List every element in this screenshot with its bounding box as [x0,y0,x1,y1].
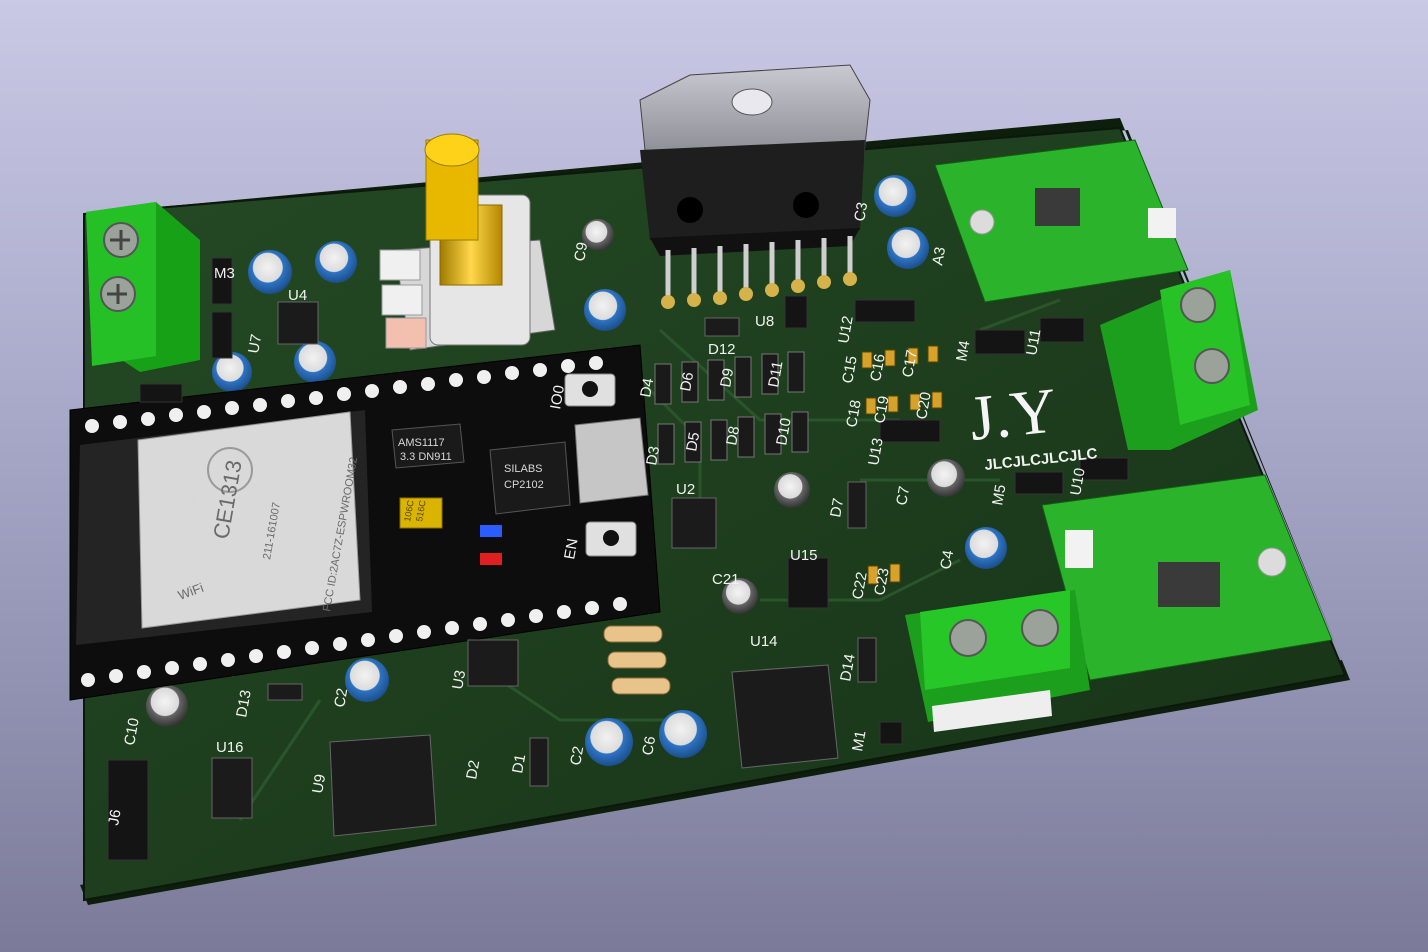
regulator-name: AMS1117 [398,437,445,449]
stepper-driver-icon [1041,474,1333,681]
stepper-driver-icon [934,139,1189,303]
ref-label: U8 [755,313,774,330]
ref-label: C9 [571,241,591,263]
ref-label: IO0 [547,384,568,411]
ref-label: U12 [835,315,857,345]
ref-label: M4 [953,339,973,362]
ref-label: C19 [871,395,893,425]
diode-array [654,351,809,465]
ref-label: M5 [989,483,1009,506]
esp32-devkit [69,344,661,701]
ref-label: C6 [639,735,659,757]
ref-label: D6 [677,371,697,393]
ref-label: C3 [851,201,871,223]
ref-label: D12 [708,341,736,358]
ref-label: J6 [105,808,124,827]
ref-label: U4 [288,287,307,304]
ref-label: D14 [837,653,859,683]
ref-label: C20 [913,391,935,421]
ref-label: C2 [331,687,351,709]
ref-label: C4 [937,549,957,571]
ref-label: D5 [683,431,703,453]
ref-label: M1 [849,729,869,752]
ref-label: U3 [449,669,469,691]
ref-label: C18 [843,399,865,429]
ref-label: A3 [929,246,949,267]
ref-label: C16 [867,353,889,383]
ref-label: D4 [637,377,657,399]
ref-label: U14 [750,633,778,650]
usb-bridge-line2: CP2102 [504,479,544,491]
ref-label: C15 [839,355,861,385]
ref-label: U16 [216,739,244,756]
ref-label: C17 [899,349,921,379]
ref-label: C7 [893,485,913,507]
smd-caps [861,345,943,585]
tantalum-code-2: 516C [414,499,428,522]
tantalum-code: 106C [402,499,416,522]
ref-label: U11 [1023,328,1044,357]
ref-label: U7 [245,333,265,355]
heatsink-leads [665,236,853,300]
ref-label: C22 [849,571,871,601]
ref-label: C2 [567,745,587,767]
ref-label: U13 [865,437,887,467]
heatsink-icon [639,64,871,256]
ref-label: D11 [765,360,786,389]
resistor-array [603,625,671,695]
ref-label: D1 [509,753,529,775]
terminal-block-icon [1100,270,1258,450]
ref-label: D13 [233,689,255,719]
terminal-block-icon [86,202,200,372]
regulator-sub: 3.3 DN911 [400,451,452,463]
usb-bridge-line1: SILABS [504,463,543,475]
ref-label: D8 [723,425,743,447]
ref-label: D7 [827,497,847,519]
ref-label: C21 [712,571,740,588]
terminal-block-icon [905,590,1090,732]
ref-label: C23 [871,567,893,597]
capacitor-icon-group [146,175,1007,766]
ref-label: U15 [790,547,818,564]
heatsink-pads [661,272,857,309]
ref-label: U10 [1067,467,1089,497]
ref-label: U9 [309,773,329,795]
potentiometer-icon [379,133,556,351]
ref-label: C10 [121,717,143,747]
ref-label: U2 [676,481,695,498]
ref-label: D9 [717,367,737,389]
ref-label: EN [561,537,581,560]
ref-label: M3 [214,265,235,282]
pin-header-icon [107,257,1129,861]
brand-main: J.Y [966,374,1060,454]
ic-packages [211,301,877,837]
ref-labels: M3 U4 U7 U8 U12 C9 C3 A3 M4 U11 D12 D11 … [105,201,1089,827]
ref-label: D10 [773,417,795,447]
ref-label: D2 [463,759,483,781]
ref-label: D3 [643,445,663,467]
